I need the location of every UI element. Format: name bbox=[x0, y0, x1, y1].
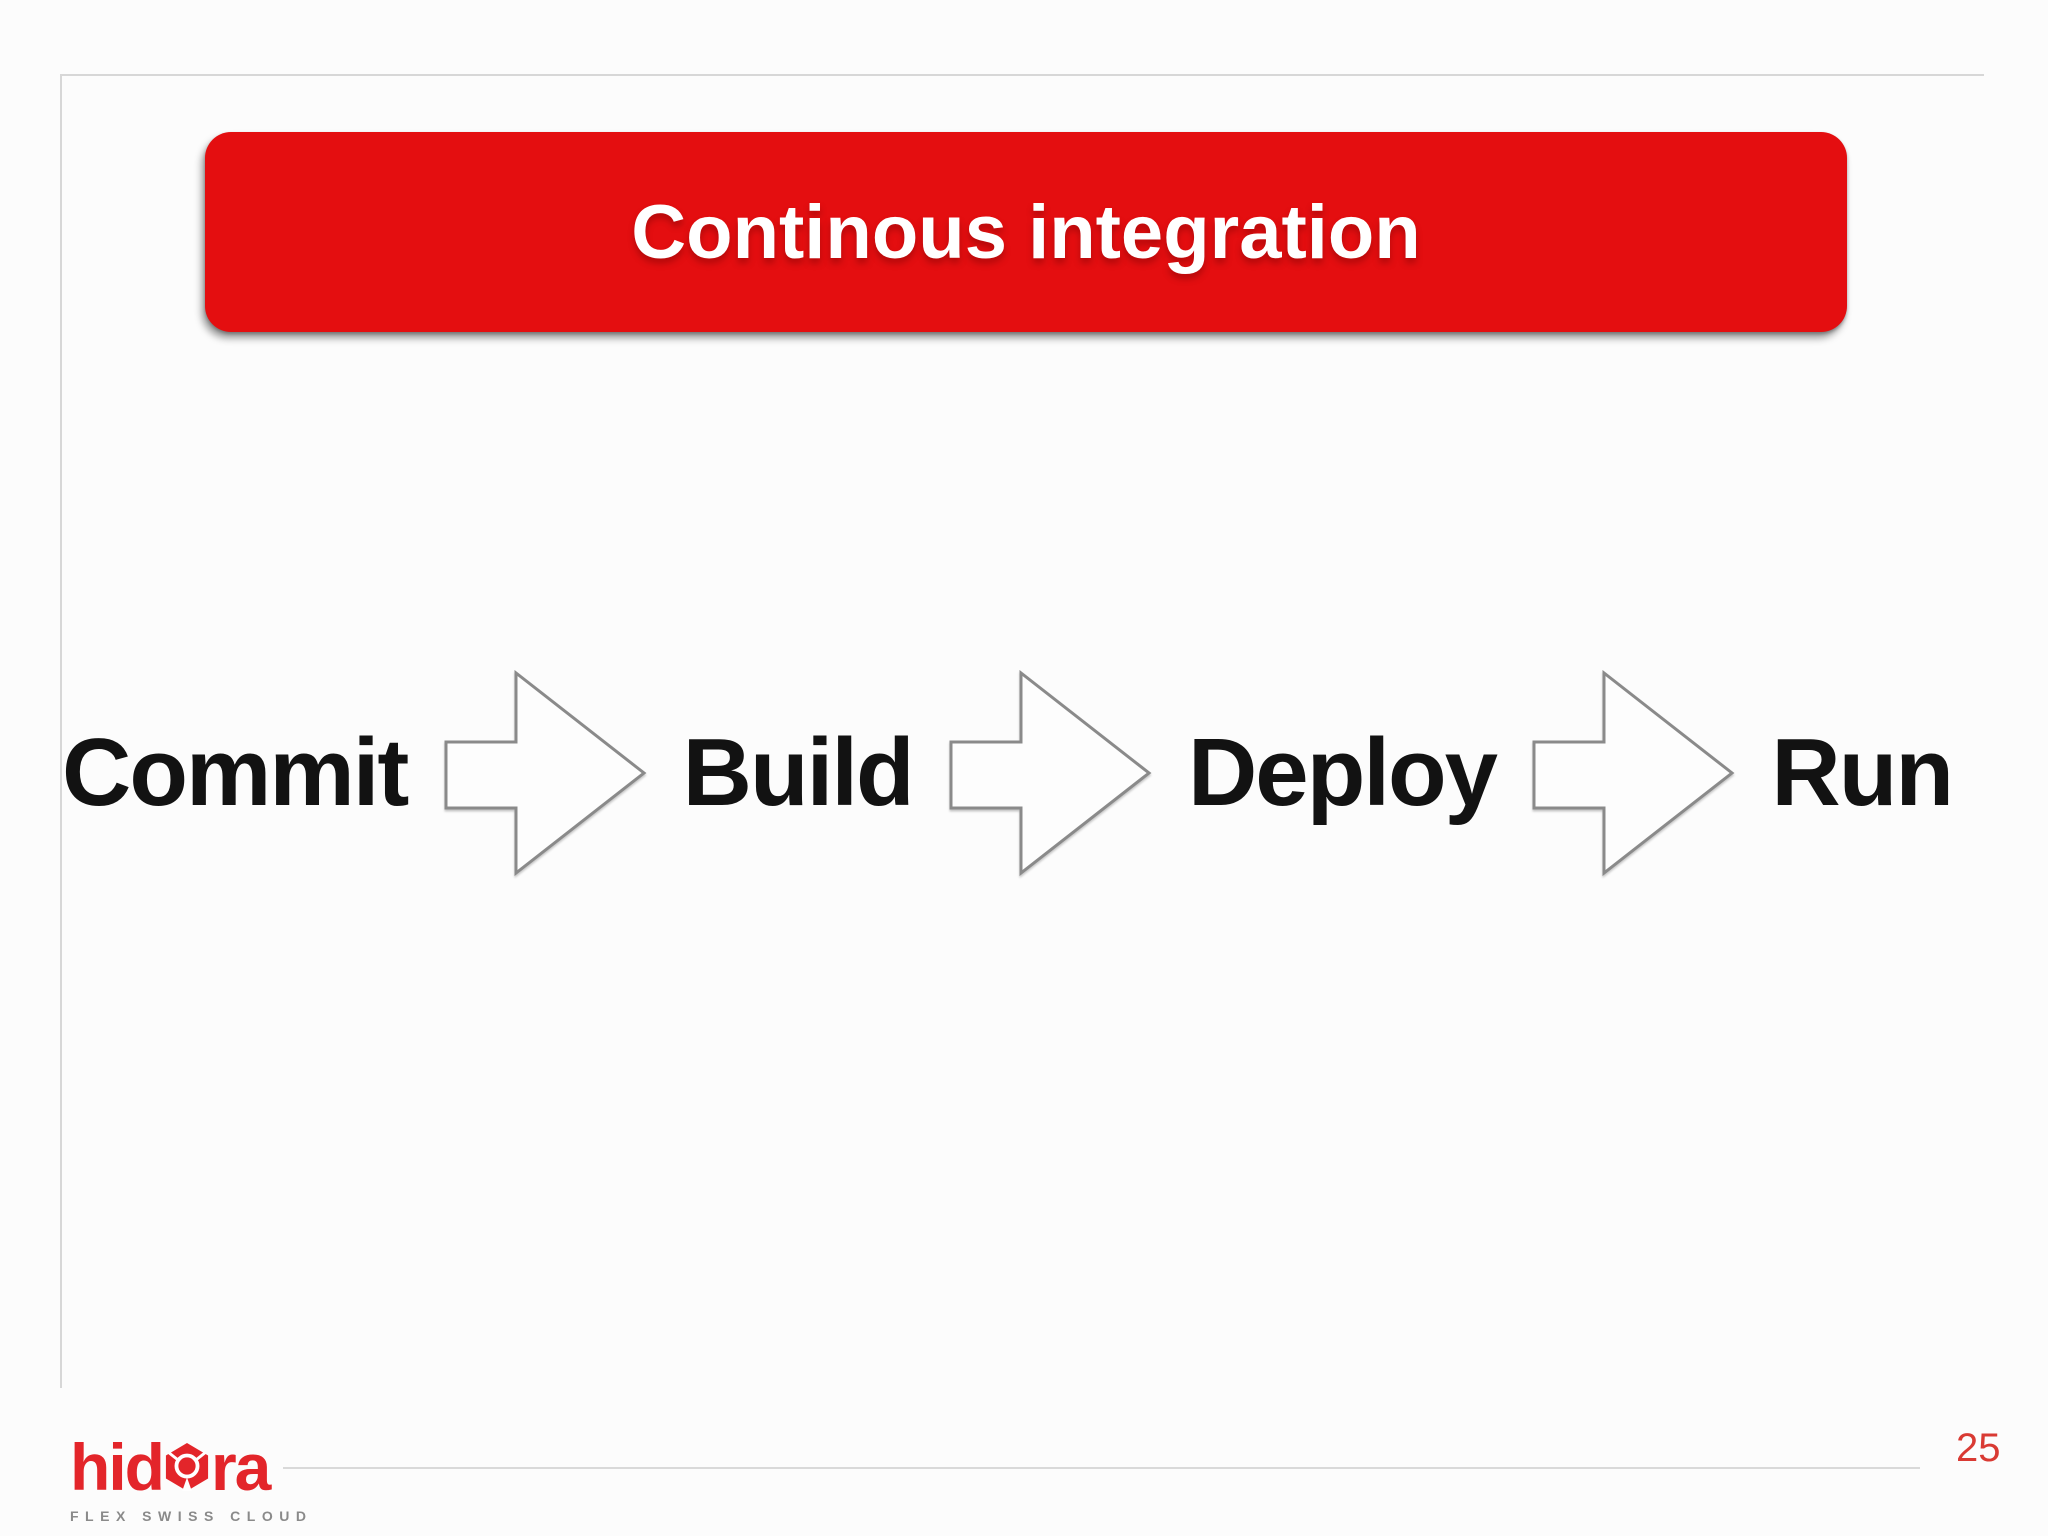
pipeline-step-commit: Commit bbox=[62, 719, 409, 826]
title-banner: Continous integration bbox=[205, 132, 1847, 332]
right-arrow-icon bbox=[444, 670, 646, 876]
pipeline-step-deploy: Deploy bbox=[1187, 719, 1498, 826]
slide-border-top bbox=[60, 74, 1984, 76]
hidora-wordmark: hid ra bbox=[70, 1434, 300, 1500]
page-number: 25 bbox=[1956, 1426, 2001, 1470]
right-arrow-icon bbox=[1532, 670, 1735, 876]
slide-title: Continous integration bbox=[631, 189, 1421, 275]
footer-divider bbox=[283, 1467, 1920, 1469]
pipeline-step-run: Run bbox=[1771, 719, 1954, 826]
right-arrow-icon bbox=[949, 670, 1152, 876]
hexagon-nut-icon bbox=[165, 1443, 209, 1491]
wordmark-text-post: ra bbox=[210, 1430, 271, 1504]
wordmark-text-pre: hid bbox=[70, 1430, 165, 1504]
hidora-logo: hid ra FLEX SWISS CLOUD bbox=[70, 1434, 313, 1524]
pipeline-step-build: Build bbox=[682, 719, 915, 826]
ci-pipeline-diagram: Commit Build Deploy Run bbox=[62, 658, 1954, 888]
slide-border-left bbox=[60, 74, 62, 1388]
logo-tagline: FLEX SWISS CLOUD bbox=[70, 1508, 313, 1524]
